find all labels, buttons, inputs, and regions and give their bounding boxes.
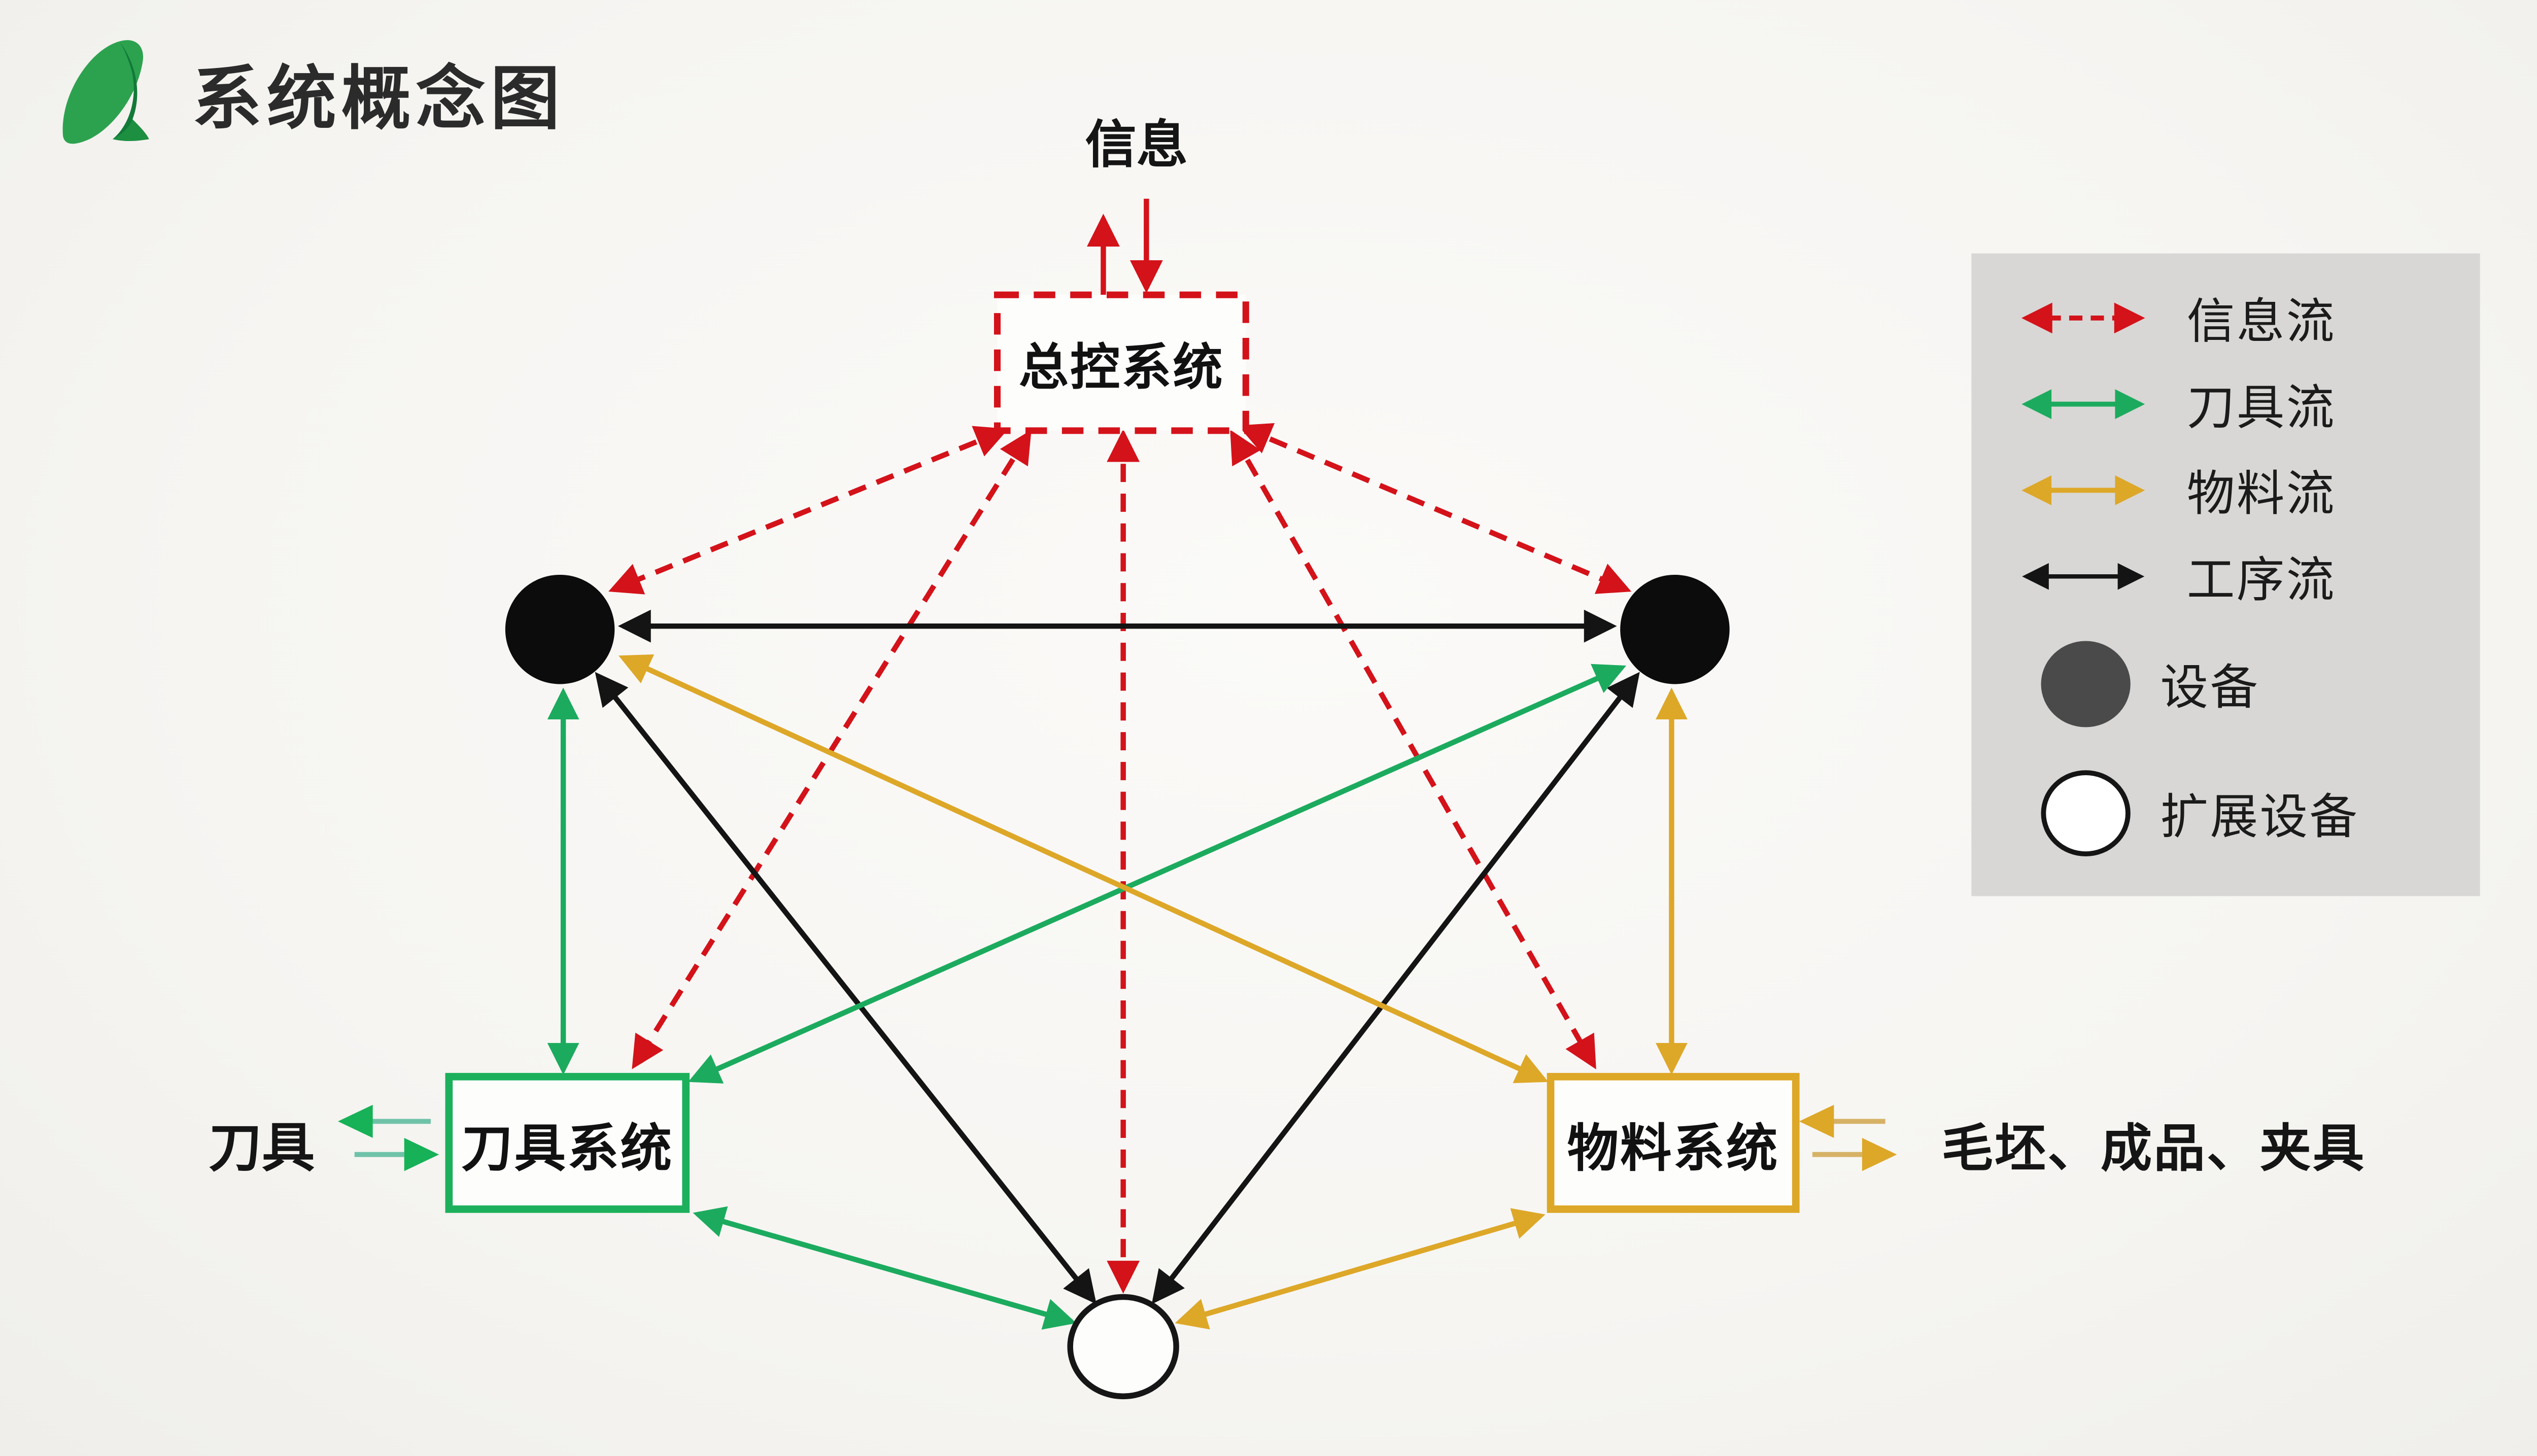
device-node-right <box>1620 574 1730 684</box>
tool-external-arrows <box>338 1104 439 1171</box>
legend-label: 工序流 <box>2186 554 2336 608</box>
tool-system-box <box>445 1072 690 1213</box>
material-out-arrowhead-icon <box>1862 1138 1897 1171</box>
extended-device-node <box>1067 1294 1179 1400</box>
material-flow-swatch-icon <box>2021 475 2145 505</box>
material-system-label: 物料系统 <box>1567 1119 1779 1177</box>
edge-tool-system-extended <box>693 1206 1077 1330</box>
edge-material-system-extended <box>1175 1208 1546 1330</box>
material-system-box <box>1547 1072 1800 1213</box>
material-external-label: 毛坯、成品、夹具 <box>1941 1120 2366 1178</box>
legend-row-info-flow: 信息流 <box>1971 275 2480 361</box>
extended-device-circle-swatch-icon <box>2041 770 2131 857</box>
process-flow-swatch-icon <box>2022 563 2145 590</box>
master-control-box <box>994 291 1249 434</box>
edge-mc-device-right <box>1238 423 1632 594</box>
legend-row-process-flow: 工序流 <box>1971 533 2480 619</box>
material-flow-edges <box>619 654 1688 1330</box>
info-flow-swatch-icon <box>2021 302 2145 334</box>
tool-system-label: 刀具系统 <box>461 1119 674 1177</box>
edge-mc-material-system <box>1230 429 1596 1069</box>
material-in-arrowhead-icon <box>1799 1104 1834 1138</box>
material-external-arrows <box>1799 1104 1897 1171</box>
legend-label: 设备 <box>2160 663 2260 716</box>
device-node-left <box>505 574 615 684</box>
legend-label: 刀具流 <box>2186 383 2336 436</box>
legend: 信息流 刀具流 物料流 工序流 设备 扩展设备 <box>1971 253 2480 896</box>
tool-out-arrowhead-icon <box>338 1104 373 1138</box>
legend-label: 扩展设备 <box>2160 791 2359 845</box>
legend-row-tool-flow: 刀具流 <box>1971 361 2480 447</box>
legend-row-extended-device: 扩展设备 <box>1971 749 2480 878</box>
legend-row-material-flow: 物料流 <box>1971 447 2480 534</box>
legend-label: 信息流 <box>2186 296 2336 350</box>
legend-row-device: 设备 <box>1971 619 2480 749</box>
tool-in-arrowhead-icon <box>404 1138 439 1171</box>
leaf-logo-icon <box>62 40 149 144</box>
tool-flow-swatch-icon <box>2021 389 2145 420</box>
tool-flow-edges <box>547 664 1627 1330</box>
info-external-label: 信息 <box>1085 116 1188 174</box>
master-control-label: 总控系统 <box>1018 341 1224 396</box>
edge-material-system-device-left <box>619 654 1549 1084</box>
page-title: 系统概念图 <box>192 59 565 137</box>
tool-external-label: 刀具 <box>209 1118 315 1178</box>
legend-label: 物料流 <box>2186 468 2336 522</box>
device-circle-swatch-icon <box>2041 641 2131 727</box>
